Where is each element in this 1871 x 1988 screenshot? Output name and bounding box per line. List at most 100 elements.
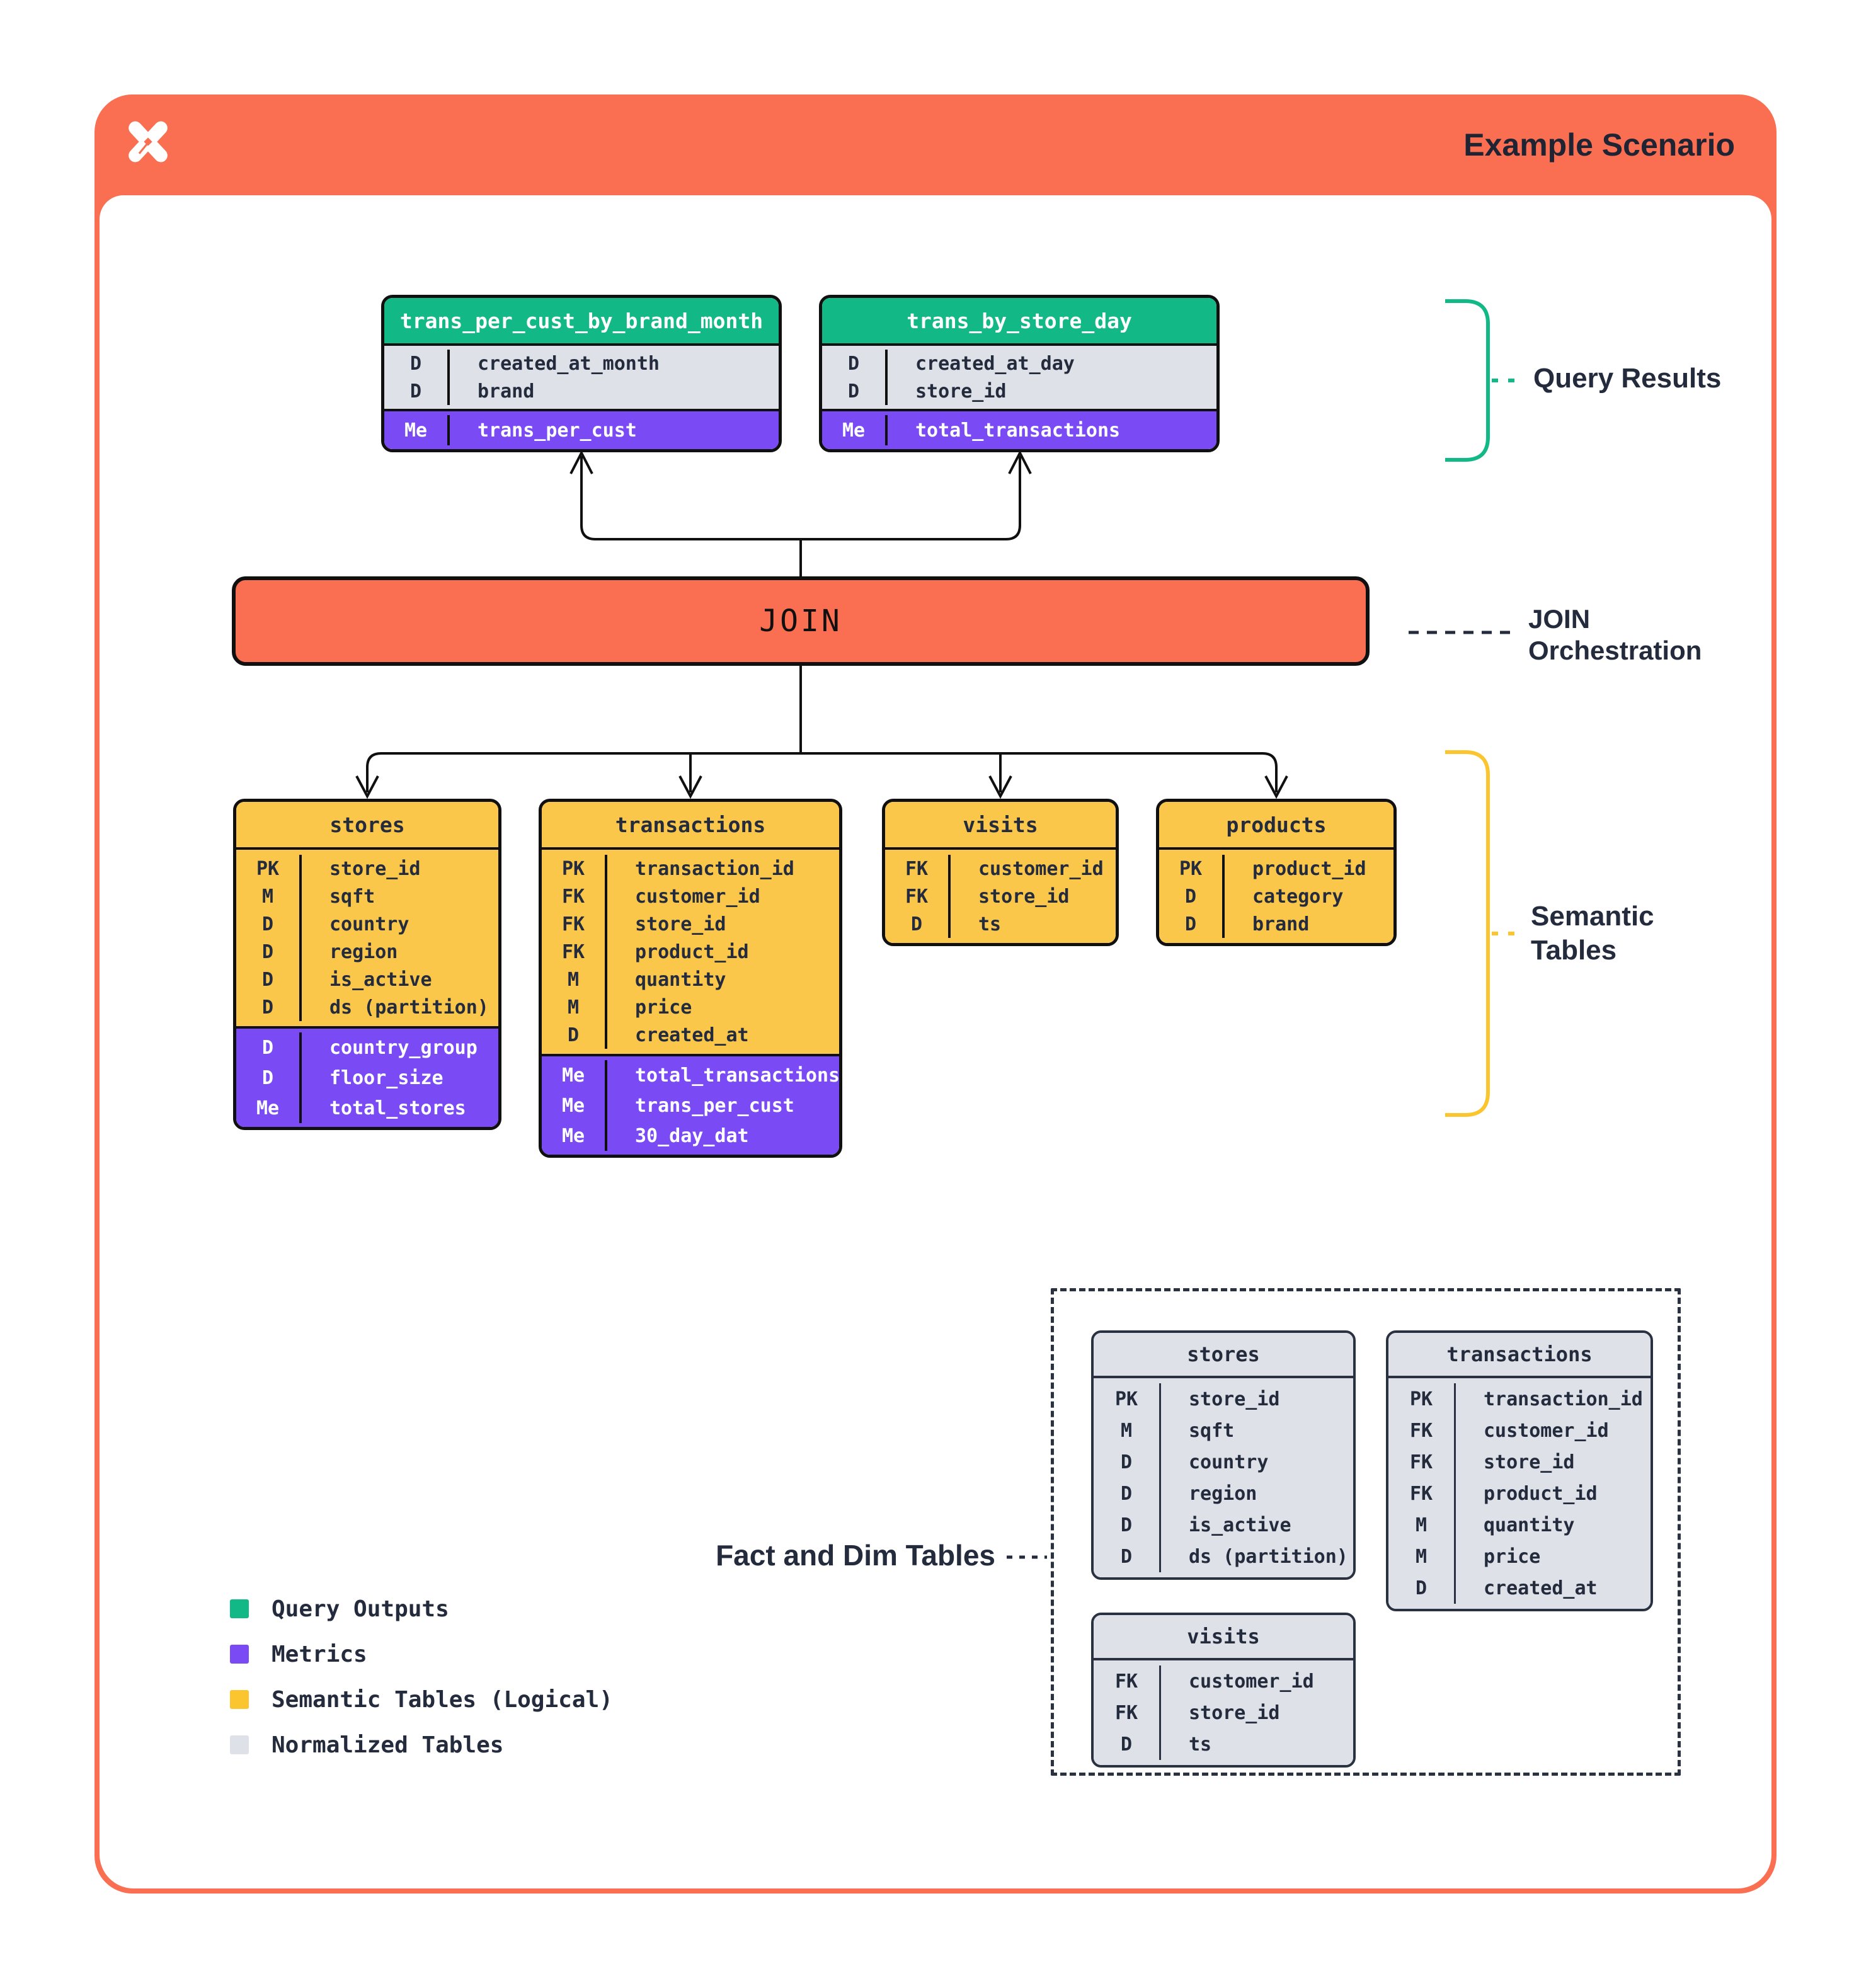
table-row: D store_id (822, 377, 1216, 405)
column-name: brand (1252, 913, 1310, 935)
table-row: Me total_transactions (822, 415, 1216, 445)
green-swatch-icon (230, 1599, 249, 1618)
row-key-badge: D (236, 966, 302, 993)
table-row: M sqft (1094, 1415, 1353, 1446)
table-row: D country_group (236, 1032, 498, 1063)
row-key-badge: FK (1388, 1446, 1456, 1478)
table-row: FK store_id (1094, 1697, 1353, 1728)
legend: Query Outputs Metrics Semantic Tables (L… (230, 1586, 613, 1768)
table-row: Me 30_day_dat (542, 1121, 839, 1151)
join-orchestration-label-line1: JOIN (1528, 604, 1591, 634)
metric-rows: Me total_transactions (822, 409, 1216, 449)
column-name: floor_size (329, 1066, 443, 1089)
table-title: products (1159, 802, 1393, 847)
table-title: visits (885, 802, 1116, 847)
table-title: stores (1094, 1333, 1353, 1376)
table-row: FK product_id (1388, 1478, 1651, 1509)
row-key-badge: M (1388, 1509, 1456, 1541)
table-title: transactions (542, 802, 839, 847)
table-row: M sqft (236, 883, 498, 910)
join-orchestration-label-line2: Orchestration (1528, 636, 1702, 665)
row-key-badge: Me (384, 415, 450, 445)
row-key-badge: Me (542, 1090, 607, 1121)
row-key-badge: FK (885, 883, 951, 910)
column-name: transaction_id (635, 857, 794, 880)
column-name: category (1252, 885, 1344, 908)
row-key-badge: D (822, 350, 888, 377)
table-title: trans_per_cust_by_brand_month (384, 298, 779, 343)
column-name: trans_per_cust (478, 419, 637, 442)
row-key-badge: M (1388, 1541, 1456, 1572)
column-name: customer_id (1484, 1419, 1609, 1442)
table-row: M price (1388, 1541, 1651, 1572)
column-name: created_at (1484, 1577, 1598, 1599)
table-row: PK store_id (1094, 1383, 1353, 1415)
row-key-badge: D (236, 993, 302, 1021)
table-title: stores (236, 802, 498, 847)
column-name: total_stores (329, 1097, 466, 1119)
column-name: ds (partition) (329, 996, 489, 1019)
row-key-badge: PK (1388, 1383, 1456, 1415)
row-key-badge: FK (1094, 1697, 1161, 1728)
legend-label: Normalized Tables (272, 1732, 504, 1758)
table-row: Me trans_per_cust (384, 415, 779, 445)
field-rows: FK customer_id FK store_id D ts (1094, 1658, 1353, 1765)
column-name: store_id (1189, 1388, 1280, 1410)
field-rows: PK product_id D category D brand (1159, 847, 1393, 943)
table-row: PK product_id (1159, 855, 1393, 883)
row-key-badge: D (542, 1021, 607, 1049)
column-name: country (1189, 1451, 1269, 1473)
column-name: customer_id (1189, 1670, 1314, 1693)
table-row: D floor_size (236, 1063, 498, 1093)
table-row: Me total_transactions (542, 1060, 839, 1090)
column-name: store_id (978, 885, 1070, 908)
legend-label: Query Outputs (272, 1596, 449, 1622)
table-row: D category (1159, 883, 1393, 910)
column-name: ts (1189, 1733, 1212, 1756)
row-key-badge: D (1388, 1572, 1456, 1604)
column-name: brand (478, 380, 535, 403)
field-rows: PK transaction_id FK customer_id FK stor… (1388, 1376, 1651, 1609)
join-orchestration-label: JOIN Orchestration (1528, 603, 1702, 666)
column-name: is_active (329, 968, 432, 991)
row-key-badge: D (236, 910, 302, 938)
table-row: D created_at_month (384, 350, 779, 377)
row-key-badge: M (542, 993, 607, 1021)
table-row: FK customer_id (1388, 1415, 1651, 1446)
column-name: region (329, 940, 398, 963)
gray-swatch-icon (230, 1735, 249, 1754)
join-orchestration-bar: JOIN (232, 576, 1370, 666)
row-key-badge: PK (542, 855, 607, 883)
table-row: Me total_stores (236, 1093, 498, 1123)
page-title: Example Scenario (1463, 127, 1735, 163)
legend-item-query-outputs: Query Outputs (230, 1586, 613, 1631)
fact-dim-container (1051, 1288, 1681, 1776)
legend-item-metrics: Metrics (230, 1631, 613, 1677)
row-key-badge: D (1094, 1541, 1161, 1572)
row-key-badge: D (885, 910, 951, 938)
semantic-tables-label-line1: Semantic (1531, 901, 1654, 932)
row-key-badge: Me (822, 415, 888, 445)
column-name: trans_per_cust (635, 1094, 794, 1117)
column-name: ts (978, 913, 1002, 935)
table-row: FK customer_id (542, 883, 839, 910)
table-row: D ds (partition) (1094, 1541, 1353, 1572)
row-key-badge: FK (1388, 1415, 1456, 1446)
table-row: FK product_id (542, 938, 839, 966)
legend-label: Metrics (272, 1641, 367, 1667)
legend-label: Semantic Tables (Logical) (272, 1686, 613, 1713)
column-name: is_active (1189, 1514, 1291, 1536)
row-key-badge: D (384, 350, 450, 377)
row-key-badge: D (1094, 1728, 1161, 1760)
table-row: D country (1094, 1446, 1353, 1478)
column-name: customer_id (978, 857, 1104, 880)
legend-item-semantic-tables: Semantic Tables (Logical) (230, 1677, 613, 1722)
table-row: M price (542, 993, 839, 1021)
column-name: sqft (1189, 1419, 1235, 1442)
row-key-badge: D (1094, 1446, 1161, 1478)
table-row: FK customer_id (1094, 1665, 1353, 1697)
table-row: D is_active (236, 966, 498, 993)
column-name: created_at (635, 1024, 749, 1046)
row-key-badge: Me (542, 1121, 607, 1151)
query-result-table-trans-by-store-day: trans_by_store_day D created_at_day D st… (819, 295, 1220, 452)
